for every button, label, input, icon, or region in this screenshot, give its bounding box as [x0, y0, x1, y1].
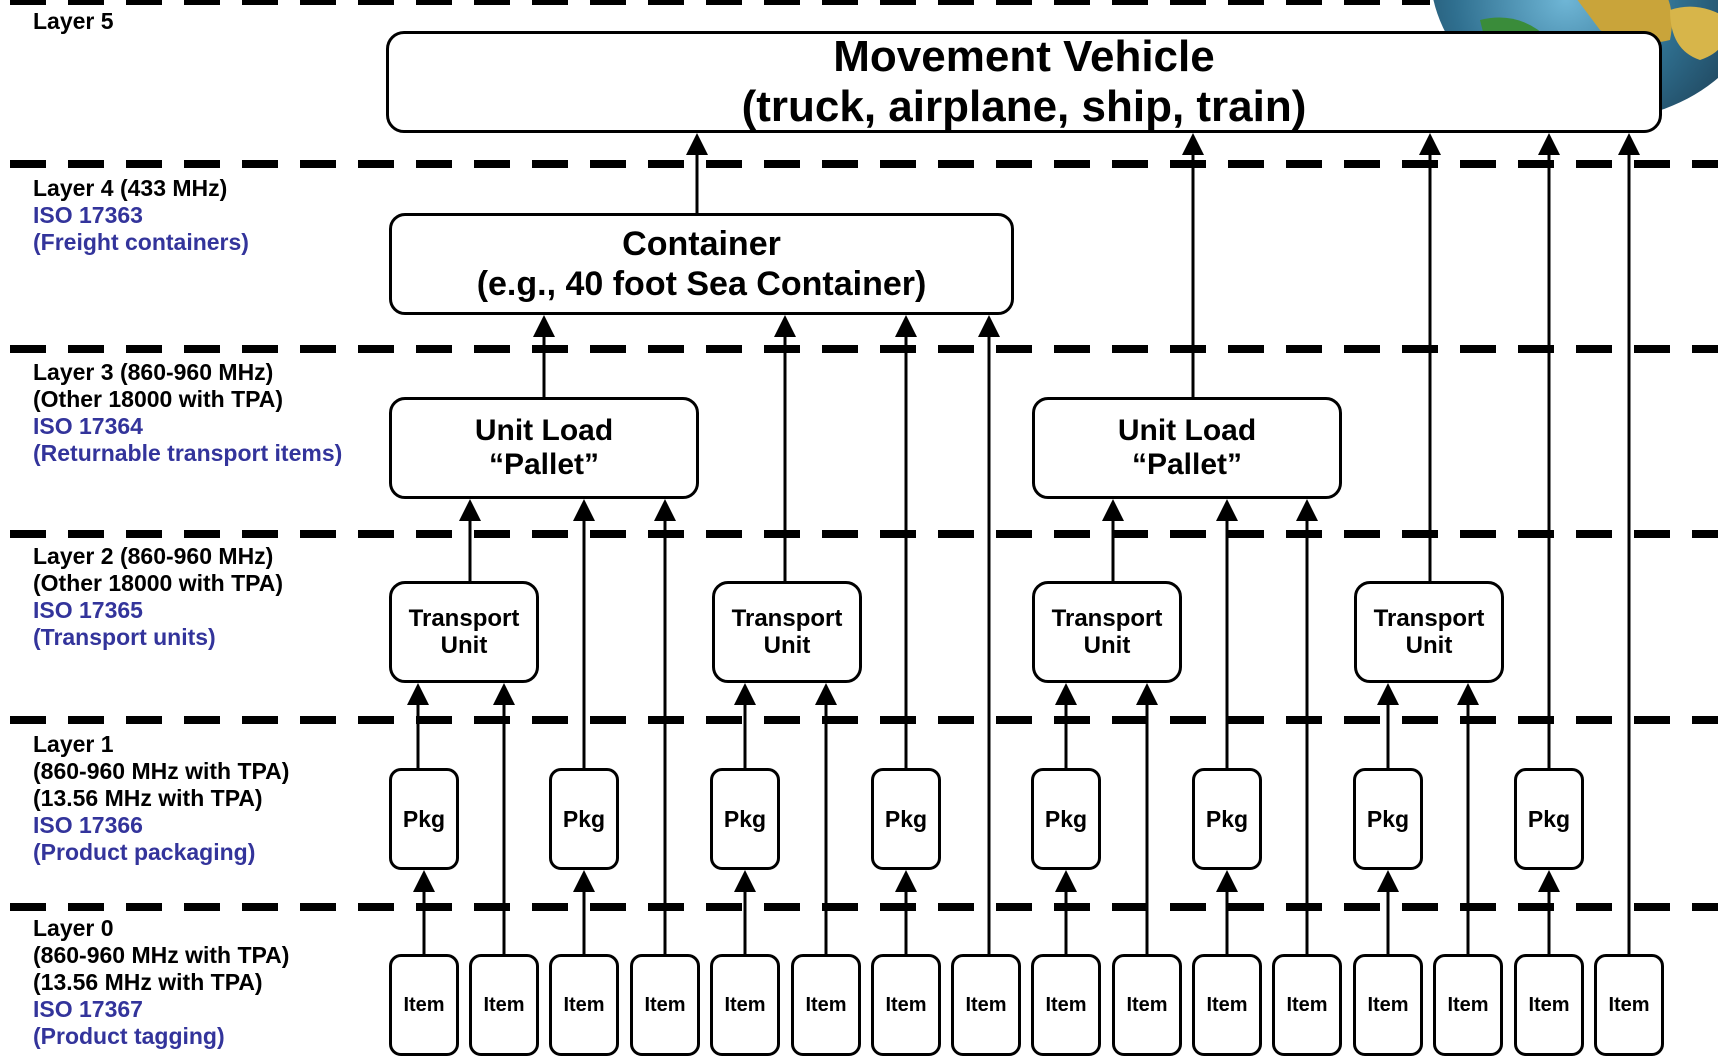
connections	[407, 133, 1640, 954]
item-box-10: Item	[1112, 954, 1182, 1056]
layer-0-line-1: (860-960 MHz with TPA)	[33, 942, 290, 968]
item-box-2: Item	[469, 954, 539, 1056]
arrow-head-2	[734, 870, 756, 892]
pkg-box-6: Pkg	[1192, 768, 1262, 870]
transport-unit-box-3: Transport Unit	[1032, 581, 1182, 683]
arrow-head-25	[978, 315, 1000, 337]
item-box-3: Item	[549, 954, 619, 1056]
arrow-head-26	[686, 133, 708, 155]
arrow-head-21	[1296, 499, 1318, 521]
pkg-box-5: Pkg	[1031, 768, 1101, 870]
layer-0-line-2: (13.56 MHz with TPA)	[33, 969, 263, 995]
arrow-head-17	[1102, 499, 1124, 521]
layer-2-line-1: (Other 18000 with TPA)	[33, 570, 284, 596]
layer-1-iso-1: (Product packaging)	[33, 839, 256, 865]
arrow-head-18	[573, 499, 595, 521]
arrow-head-3	[895, 870, 917, 892]
arrow-head-11	[1377, 683, 1399, 705]
layer-4-iso-1: (Freight containers)	[33, 229, 249, 255]
layer-1-iso-0: ISO 17366	[33, 812, 143, 838]
item-box-12: Item	[1272, 954, 1342, 1056]
arrow-head-27	[1182, 133, 1204, 155]
arrow-head-28	[1419, 133, 1441, 155]
pkg-box-3: Pkg	[710, 768, 780, 870]
layer-0-iso-0: ISO 17367	[33, 996, 143, 1022]
layer-0-line-0: Layer 0	[33, 915, 114, 941]
layer-3-iso-1: (Returnable transport items)	[33, 440, 343, 466]
transport-unit-box-4: Transport Unit	[1354, 581, 1504, 683]
movement-vehicle-box: Movement Vehicle (truck, airplane, ship,…	[386, 31, 1662, 133]
arrow-head-16	[459, 499, 481, 521]
arrow-head-23	[774, 315, 796, 337]
pkg-box-8: Pkg	[1514, 768, 1584, 870]
transport-unit-box-1: Transport Unit	[389, 581, 539, 683]
arrow-head-22	[533, 315, 555, 337]
arrow-head-30	[1618, 133, 1640, 155]
transport-unit-box-2: Transport Unit	[712, 581, 862, 683]
item-box-9: Item	[1031, 954, 1101, 1056]
arrow-head-8	[407, 683, 429, 705]
layer-separators	[10, 0, 1718, 911]
item-box-15: Item	[1514, 954, 1584, 1056]
arrow-head-9	[734, 683, 756, 705]
layer-2-iso-1: (Transport units)	[33, 624, 216, 650]
arrow-head-0	[413, 870, 435, 892]
item-box-1: Item	[389, 954, 459, 1056]
layer-label-5: Layer 5	[33, 8, 114, 35]
item-box-8: Item	[951, 954, 1021, 1056]
arrow-head-15	[1457, 683, 1479, 705]
layer-3-line-1: (Other 18000 with TPA)	[33, 386, 284, 412]
arrow-head-1	[573, 870, 595, 892]
pkg-box-7: Pkg	[1353, 768, 1423, 870]
layer-0-iso-1: (Product tagging)	[33, 1023, 225, 1049]
layer-4-line-0: Layer 4 (433 MHz)	[33, 175, 228, 201]
arrow-head-10	[1055, 683, 1077, 705]
layer-label-2: Layer 2 (860-960 MHz)(Other 18000 with T…	[33, 543, 283, 651]
item-box-6: Item	[791, 954, 861, 1056]
item-box-5: Item	[710, 954, 780, 1056]
pkg-box-4: Pkg	[871, 768, 941, 870]
layer-4-iso-0: ISO 17363	[33, 202, 143, 228]
layer-2-iso-0: ISO 17365	[33, 597, 143, 623]
layer-label-3: Layer 3 (860-960 MHz)(Other 18000 with T…	[33, 359, 342, 467]
layer-3-line-0: Layer 3 (860-960 MHz)	[33, 359, 274, 385]
arrow-head-14	[1136, 683, 1158, 705]
item-box-14: Item	[1433, 954, 1503, 1056]
arrow-head-20	[654, 499, 676, 521]
item-box-4: Item	[630, 954, 700, 1056]
layer-1-line-2: (13.56 MHz with TPA)	[33, 785, 263, 811]
item-box-13: Item	[1353, 954, 1423, 1056]
layer-3-iso-0: ISO 17364	[33, 413, 143, 439]
arrow-head-29	[1538, 133, 1560, 155]
layer-label-1: Layer 1(860-960 MHz with TPA)(13.56 MHz …	[33, 731, 289, 866]
item-box-16: Item	[1594, 954, 1664, 1056]
layer-2-line-0: Layer 2 (860-960 MHz)	[33, 543, 274, 569]
arrow-head-24	[895, 315, 917, 337]
arrow-head-12	[493, 683, 515, 705]
item-box-11: Item	[1192, 954, 1262, 1056]
arrow-head-13	[815, 683, 837, 705]
unit-load-pallet-box-1: Unit Load “Pallet”	[389, 397, 699, 499]
item-box-7: Item	[871, 954, 941, 1056]
unit-load-pallet-box-2: Unit Load “Pallet”	[1032, 397, 1342, 499]
arrow-head-19	[1216, 499, 1238, 521]
layer-1-line-1: (860-960 MHz with TPA)	[33, 758, 290, 784]
pkg-box-2: Pkg	[549, 768, 619, 870]
layer-label-0: Layer 0(860-960 MHz with TPA)(13.56 MHz …	[33, 915, 289, 1050]
arrow-head-4	[1055, 870, 1077, 892]
arrow-head-7	[1538, 870, 1560, 892]
layer-label-4: Layer 4 (433 MHz)ISO 17363(Freight conta…	[33, 175, 249, 256]
container-box: Container (e.g., 40 foot Sea Container)	[389, 213, 1014, 315]
arrow-head-6	[1377, 870, 1399, 892]
pkg-box-1: Pkg	[389, 768, 459, 870]
arrow-head-5	[1216, 870, 1238, 892]
layer-1-line-0: Layer 1	[33, 731, 114, 757]
layer-5-line-0: Layer 5	[33, 8, 114, 34]
